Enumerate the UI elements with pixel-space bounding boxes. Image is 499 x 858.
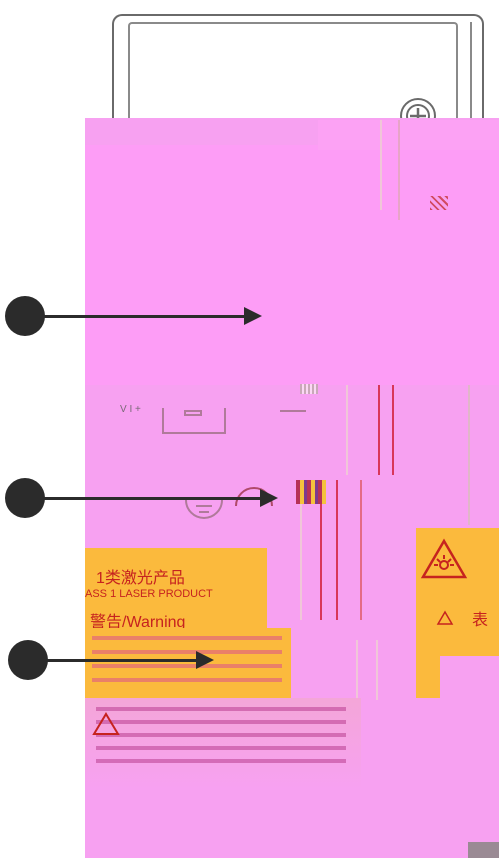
stripe: [336, 480, 338, 620]
laser-warning-icon: [420, 538, 468, 580]
label-line-1: 1类激光产品: [96, 570, 185, 587]
callout-marker-2: [5, 478, 45, 518]
callout-arrow-1: [44, 315, 246, 318]
stripe: [320, 480, 322, 620]
small-marking: V I +: [120, 404, 141, 415]
stripe: [378, 385, 380, 475]
device-outline-right-rail: [452, 22, 472, 147]
callout-marker-3: [8, 640, 48, 680]
stripe: [356, 640, 358, 700]
stripe: [346, 385, 348, 475]
label-right-fragment: 表: [472, 612, 489, 629]
noise-block-bottom-right: [468, 842, 499, 858]
stripe: [392, 385, 394, 475]
noise-block-mid: [296, 480, 326, 504]
callout-marker-1: [5, 296, 45, 336]
noise-speck: [430, 196, 448, 210]
stripe: [360, 480, 362, 620]
warning-label-bottom-text: [96, 702, 346, 772]
stripe: [468, 385, 470, 525]
stripe: [380, 120, 382, 210]
label-line-2: ASS 1 LASER PRODUCT: [85, 588, 213, 600]
laser-label-right-lower: [440, 628, 499, 698]
callout-arrow-2: [44, 497, 262, 500]
stripe: [376, 640, 378, 700]
noise-speck: [300, 384, 318, 394]
callout-arrow-3: [46, 659, 198, 662]
warning-triangle-small-icon: [436, 610, 454, 626]
callout-arrowhead-2: [260, 489, 278, 507]
callout-arrowhead-1: [244, 307, 262, 325]
stripe: [300, 480, 302, 620]
device-outline-inner: [128, 22, 458, 152]
dash-mark: [280, 410, 306, 412]
callout-arrowhead-3: [196, 651, 214, 669]
device-outline-outer: [112, 14, 484, 154]
stripe: [398, 120, 400, 220]
connector-outline: [162, 408, 226, 434]
pink-overlay-top-right: [318, 120, 499, 150]
connector-slot: [184, 410, 202, 416]
laser-label-panel: [85, 548, 267, 628]
warning-triangle-icon: [92, 712, 120, 736]
warning-label-scrambled-text: [92, 632, 282, 692]
pink-overlay-upper: [85, 145, 499, 385]
ground-symbol: [184, 496, 224, 528]
label-line-3: 警告/Warning: [90, 614, 186, 631]
